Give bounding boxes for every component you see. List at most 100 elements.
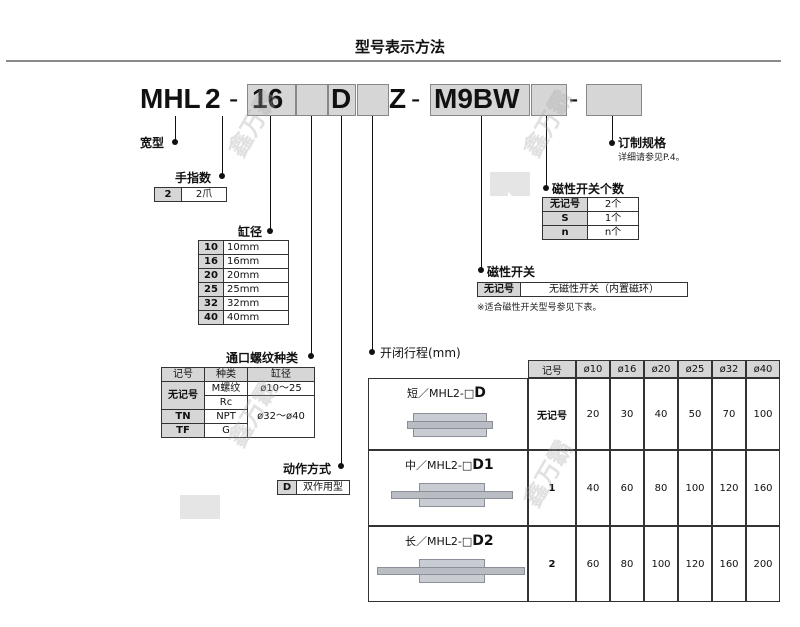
stroke-label-long: 长／MHL2-□D2 [405,533,494,549]
label-wide: 宽型 [140,136,165,150]
stroke-value: 80 [644,450,678,526]
watermark: 鑫万霸 [223,85,284,162]
model-fingers: 2 [205,83,221,114]
leader-bore [270,116,271,231]
stroke-value: 100 [644,526,678,602]
stroke-value: 100 [678,450,712,526]
table-row: TF G [161,423,315,438]
switch-desc: 无磁性开关（内置磁环） [520,282,688,297]
stroke-value: 120 [712,450,746,526]
switch-box [430,84,530,116]
stroke-value: 70 [712,378,746,450]
table-row: D 双作用型 [277,480,350,495]
finger-code: 2 [154,187,182,202]
watermark-logo [180,495,220,519]
stroke-value: 100 [746,378,780,450]
switch-count-code: n [542,225,588,240]
label-finger-count: 手指数 [175,171,212,185]
stroke-label-medium: 中／MHL2-□D1 [405,457,494,473]
model-prefix: MHL [140,83,201,114]
stroke-code: 1 [528,450,576,526]
leader-fingers-dot [219,173,225,179]
stroke-value: 200 [746,526,780,602]
action-table: D 双作用型 [277,480,350,495]
stroke-header-bore: ø40 [746,360,780,378]
stroke-header-row: 记号 ø10 ø16 ø20 ø25 ø32 ø40 [528,360,780,378]
leader-thread-dot [308,353,314,359]
leader-bore-dot [267,228,273,234]
bore-desc: 10mm [223,240,289,255]
switch-code: 无记号 [477,282,521,297]
label-options: 订制规格 [618,136,667,150]
table-row: 无记号 20 30 40 50 70 100 [528,378,780,450]
title-divider [6,60,781,62]
label-switch: 磁性开关 [487,265,536,279]
model-bore: 16 [252,83,284,114]
stroke-value: 40 [576,450,610,526]
leader-options [612,116,613,143]
stroke-code: 2 [528,526,576,602]
finger-desc: 2爪 [181,187,227,202]
model-action: D [331,83,352,114]
table-row: 记号 种类 缸径 [161,367,315,382]
label-switch-note: ※适合磁性开关型号参见下表。 [477,303,602,313]
switch-count-code: 无记号 [542,197,588,212]
thread-bore: ø32～ø40 [247,395,315,438]
stroke-value: 20 [576,378,610,450]
thread-box [296,84,328,116]
thread-code: TF [161,423,205,438]
leader-wide-dot [172,139,178,145]
thread-code: 无记号 [161,381,205,410]
table-row: 无记号 M螺纹 ø10～25 [161,381,315,410]
action-box [328,84,356,116]
stroke-code: 无记号 [528,378,576,450]
stroke-image-medium: 中／MHL2-□D1 [368,450,528,526]
stroke-image-short: 短／MHL2-□D [368,378,528,450]
stroke-image-long: 长／MHL2-□D2 [368,526,528,602]
bore-desc: 20mm [223,268,289,283]
stroke-header-bore: ø20 [644,360,678,378]
table-row: 2 2爪 [154,187,227,202]
page-title: 型号表示方法 [354,38,445,56]
cylinder-short-rail [407,421,493,429]
model-dash-2: - [411,83,421,114]
cylinder-long-rail [377,567,525,575]
bore-code: 25 [198,282,224,297]
stroke-value: 160 [746,450,780,526]
bore-box [247,84,296,116]
stroke-header-bore: ø10 [576,360,610,378]
action-code: D [277,480,297,495]
finger-table: 2 2爪 [154,187,227,202]
options-box [586,84,642,116]
leader-switch [481,116,482,270]
stroke-value: 160 [712,526,746,602]
stroke-value: 40 [644,378,678,450]
leader-stroke [372,116,373,352]
bore-desc: 32mm [223,296,289,311]
leader-switch-dot [478,267,484,273]
thread-table: 记号 种类 缸径 无记号 M螺纹 ø10～25 Rc ø32～ø40 TN NP… [161,367,315,438]
bore-desc: 40mm [223,310,289,325]
switch-count-desc: n个 [587,225,639,240]
stroke-value: 120 [678,526,712,602]
label-options-note: 详细请参见P.4。 [618,153,685,163]
watermark-logo [490,172,530,196]
leader-action [341,116,342,466]
label-port-thread: 通口螺纹种类 [226,351,299,365]
leader-switch-count [546,116,547,188]
table-row: 1 40 60 80 100 120 160 [528,450,780,526]
stroke-header-bore: ø32 [712,360,746,378]
stroke-value: 50 [678,378,712,450]
stroke-value: 30 [610,378,644,450]
stroke-label-short: 短／MHL2-□D [407,385,486,401]
